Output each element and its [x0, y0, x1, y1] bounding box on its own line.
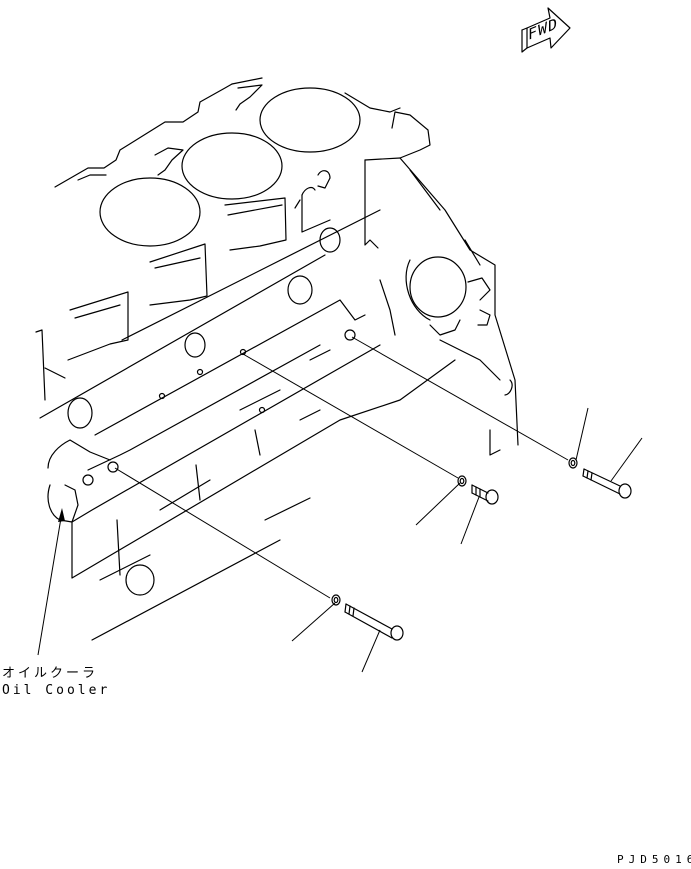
- front-plate: [364, 111, 519, 456]
- bolt-short: [471, 484, 499, 505]
- oil-cooler-label-en: Oil Cooler: [2, 683, 111, 698]
- drawing-code: PJD5016: [617, 853, 691, 866]
- washer-3: [568, 457, 578, 469]
- washer-2: [457, 475, 467, 487]
- leader-lines: [37, 407, 643, 673]
- oil-cooler-assembly: [39, 209, 456, 641]
- washer-1: [331, 594, 341, 606]
- forward-arrow-icon: [521, 7, 571, 53]
- bolt-long-2: [582, 468, 632, 499]
- cylinder-block-side: [35, 170, 331, 401]
- cylinder-block-top: [54, 77, 401, 247]
- oil-cooler-label-jp: オイルクーラ: [2, 666, 99, 681]
- bolt-long-1: [344, 603, 404, 641]
- bolt-centerlines: [114, 336, 569, 599]
